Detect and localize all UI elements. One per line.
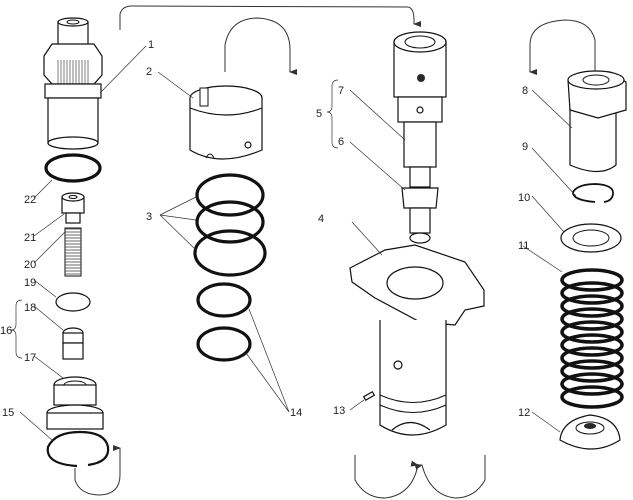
part-18-delivery-valve <box>62 327 84 344</box>
label-13: 13 <box>333 405 345 417</box>
label-8: 8 <box>522 85 528 97</box>
part-13-pin <box>362 390 376 402</box>
part-21-valve-stop <box>61 192 85 224</box>
part-2-control-sleeve <box>189 85 263 160</box>
part-9-circlip <box>572 183 614 203</box>
part-17-valve-seat <box>62 342 84 360</box>
spring-coil <box>560 320 624 344</box>
part-11-spring <box>560 268 624 409</box>
brace-5 <box>326 79 339 149</box>
bottom-left-flow-arrow <box>74 445 121 496</box>
spring-coil <box>560 372 624 396</box>
label-5: 5 <box>316 108 322 120</box>
part-22-o-ring <box>44 153 102 183</box>
label-3: 3 <box>146 211 152 223</box>
spring-coil <box>560 307 624 331</box>
part-labels: 1 2 3 4 5 6 7 8 9 10 11 12 13 14 15 16 1… <box>0 39 530 419</box>
spring-flow-arrow <box>529 19 596 75</box>
part-19-gasket <box>55 292 91 312</box>
part-8-gear-sleeve <box>567 70 627 173</box>
bottom-middle-left-flow-arrow <box>354 455 419 499</box>
label-11: 11 <box>518 240 529 252</box>
part-12-spring-seat <box>559 414 621 450</box>
label-7: 7 <box>338 85 344 97</box>
top-flow-arrow <box>119 5 421 30</box>
label-12: 12 <box>518 407 530 419</box>
bottom-middle-right-flow-arrow <box>414 455 486 499</box>
label-17: 17 <box>24 352 36 364</box>
part-6-plunger <box>401 166 439 244</box>
ring-flow-arrow <box>224 17 297 75</box>
label-10: 10 <box>518 192 530 204</box>
label-16: 16 <box>0 325 12 337</box>
spring-coil <box>560 294 624 318</box>
leader-lines <box>19 45 577 441</box>
label-21: 21 <box>24 232 36 244</box>
label-18: 18 <box>24 302 36 314</box>
label-2: 2 <box>146 66 152 78</box>
label-22: 22 <box>24 194 36 206</box>
label-19: 19 <box>24 277 36 289</box>
part-1-valve-holder <box>43 17 103 150</box>
assembly-flow-arrows <box>74 5 596 499</box>
label-20: 20 <box>24 259 36 271</box>
part-3-o-rings <box>193 173 267 277</box>
label-6: 6 <box>338 136 344 148</box>
brace-16 <box>10 299 23 359</box>
label-4: 4 <box>318 213 324 225</box>
label-14: 14 <box>290 407 302 419</box>
part-7-plunger-barrel <box>393 31 447 168</box>
spring-coil <box>560 385 624 409</box>
spring-coil <box>560 281 624 305</box>
spring-coil <box>560 346 624 370</box>
part-10-washer <box>560 223 622 253</box>
spring-coil <box>560 333 624 357</box>
label-9: 9 <box>522 141 528 153</box>
part-15-bushing-and-circlip <box>46 376 110 468</box>
part-4-pump-housing <box>349 244 485 436</box>
label-1: 1 <box>148 39 154 51</box>
part-14-o-rings <box>196 282 252 362</box>
spring-coil <box>560 359 624 383</box>
label-15: 15 <box>2 407 14 419</box>
part-20-spring <box>64 227 82 277</box>
